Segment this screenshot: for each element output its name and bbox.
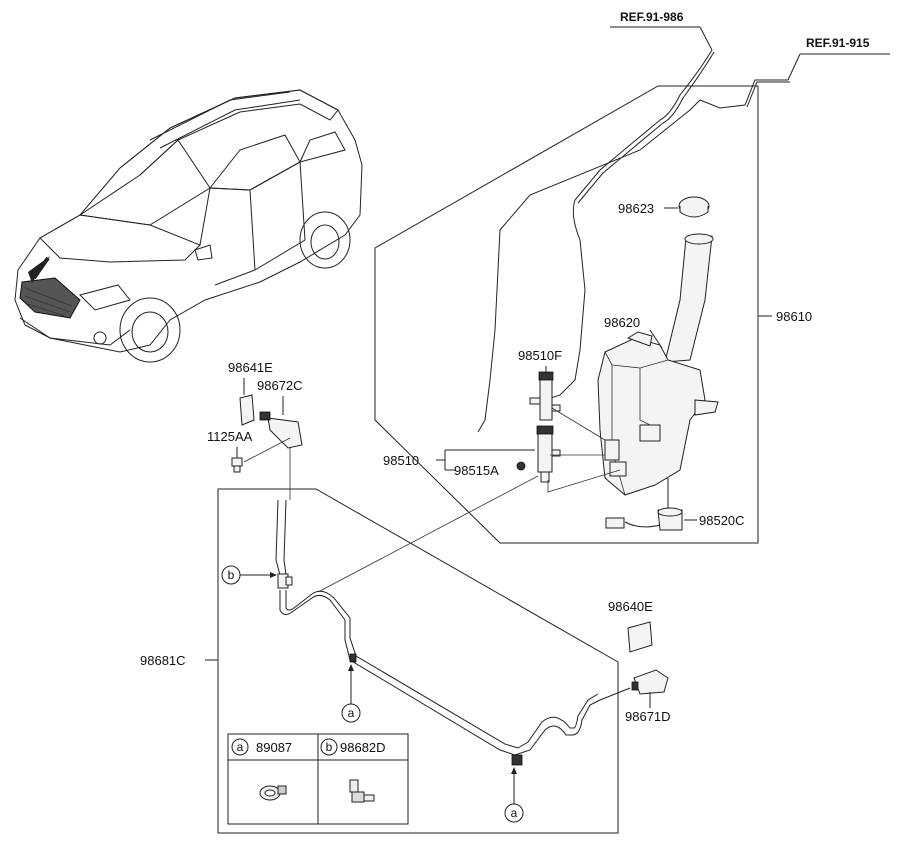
nozzle-cover-right [627, 621, 653, 653]
legend-a-part: 89087 [256, 740, 292, 755]
part-label-1125AA: 1125AA [207, 429, 253, 444]
part-label-98620: 98620 [604, 315, 640, 330]
washer-pump-front [529, 371, 561, 421]
part-label-98641E: 98641E [228, 360, 273, 375]
legend-table: a 89087 b 98682D [227, 733, 409, 825]
vehicle-illustration [14, 89, 363, 363]
part-label-98610: 98610 [776, 309, 812, 324]
ref-label-group-2: REF.91-915 [787, 36, 890, 81]
part-label-98672C: 98672C [257, 378, 303, 393]
callout-a-lower: a [504, 767, 524, 823]
callout-b-hose: b [221, 565, 277, 585]
hose-assembly-outline [217, 488, 619, 834]
svg-text:a: a [511, 806, 518, 820]
filler-cap [678, 196, 710, 218]
svg-text:a: a [348, 706, 355, 720]
part-label-98510: 98510 [383, 453, 419, 468]
callout-a-upper: a [341, 664, 361, 723]
ref-91-915-label: REF.91-915 [806, 36, 870, 50]
t-connector-icon [349, 779, 375, 803]
legend-a-letter: a [237, 740, 244, 754]
ref-91-986-label: REF.91-986 [620, 10, 684, 24]
washer-pump-rear [536, 425, 561, 483]
part-label-98520C: 98520C [699, 513, 745, 528]
level-sensor [605, 478, 683, 531]
washer-hose [275, 499, 631, 766]
legend-b-letter: b [326, 740, 333, 754]
reservoir-assembly-outline [374, 85, 759, 544]
nozzle-cover-left [239, 394, 255, 426]
part-label-98671D: 98671D [625, 709, 671, 724]
legend-b-part: 98682D [340, 740, 386, 755]
washer-nozzle-right [631, 669, 669, 695]
part-label-98623: 98623 [618, 201, 654, 216]
ref-label-group-1: REF.91-986 [610, 10, 713, 51]
part-label-98640E: 98640E [608, 599, 653, 614]
washer-reservoir [597, 233, 719, 496]
grommet [516, 461, 526, 471]
svg-text:b: b [228, 568, 235, 582]
washer-nozzle-left [259, 411, 303, 449]
hose-clip-icon [259, 785, 287, 801]
part-label-98515A: 98515A [454, 463, 499, 478]
bolt [231, 457, 243, 473]
part-label-98510F: 98510F [518, 348, 562, 363]
part-label-98681C: 98681C [140, 653, 186, 668]
